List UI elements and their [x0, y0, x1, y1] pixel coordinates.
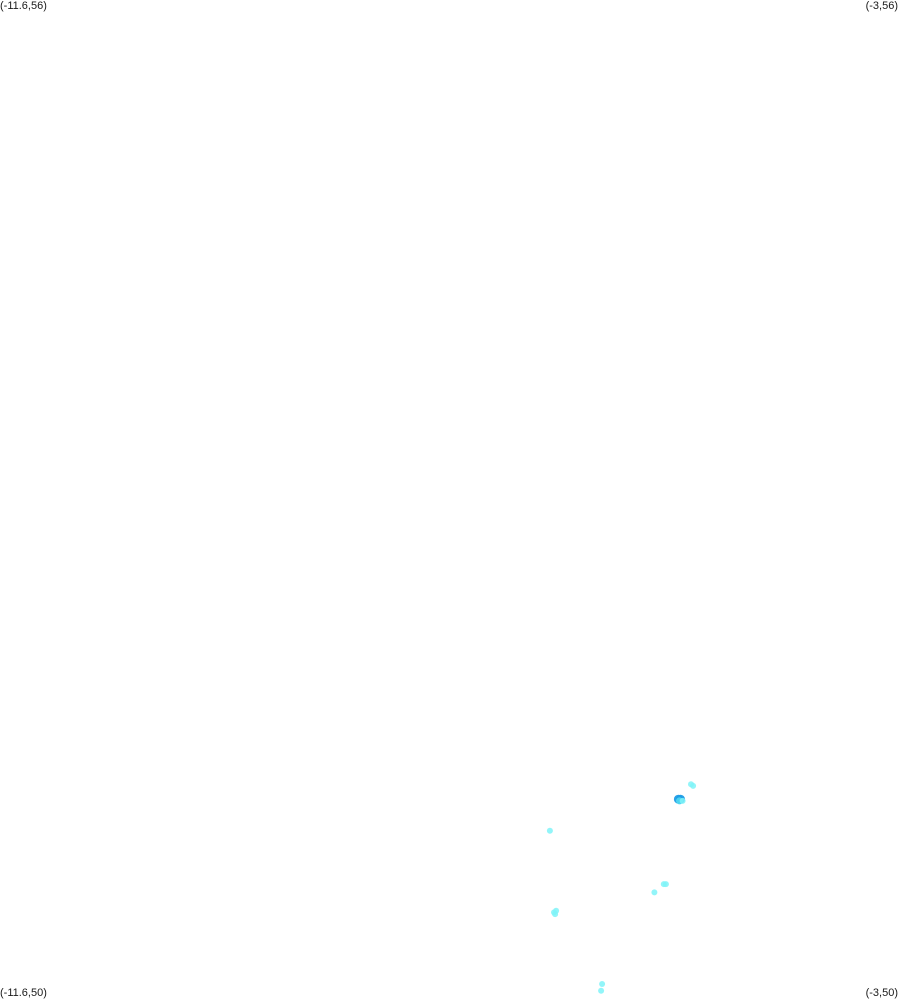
corner-label-bottom-left: (-11.6,50) [0, 987, 47, 999]
map-point-14 [598, 987, 605, 994]
map-point-13 [599, 981, 606, 987]
corner-label-bottom-right: (-3,50) [865, 987, 898, 999]
map-point-1 [690, 782, 697, 789]
corner-label-top-left: (-11.6,56) [0, 0, 47, 12]
map-point-6 [546, 827, 553, 834]
map-point-9 [651, 889, 658, 896]
map-point-8 [662, 881, 669, 888]
map-point-5 [679, 797, 686, 804]
point-layer [546, 781, 697, 994]
map-point-12 [552, 911, 559, 918]
corner-label-top-right: (-3,56) [865, 0, 898, 12]
